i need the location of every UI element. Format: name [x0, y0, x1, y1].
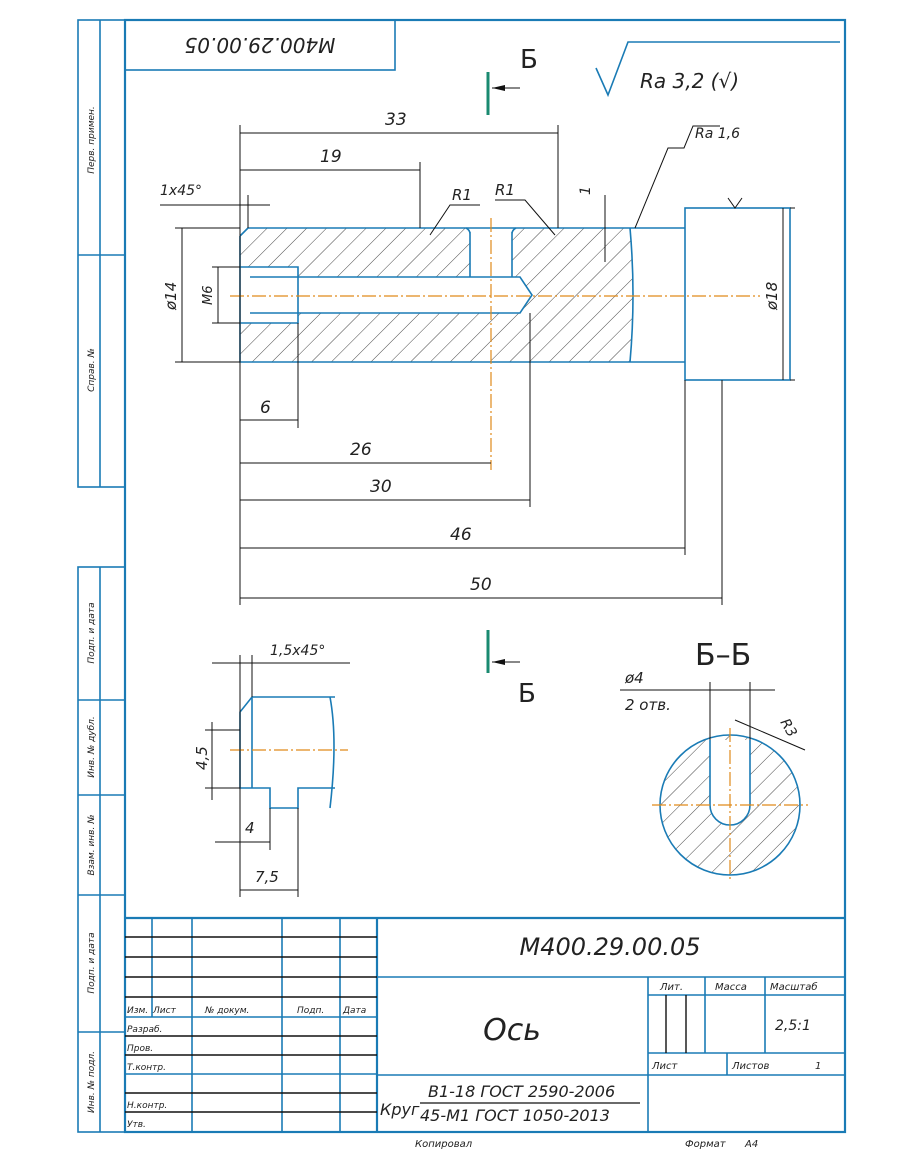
section-b-b: Б–Б ø4 2 отв. R3: [620, 638, 808, 882]
drawing-label: Б–Б: [695, 638, 751, 673]
drawing-label: Б: [518, 679, 536, 709]
drawing-label: Н.контр.: [127, 1101, 167, 1111]
side-label: Справ. №: [87, 348, 97, 392]
dimensions: [160, 125, 795, 605]
drawing-label: ø18: [763, 282, 781, 311]
doc-number: М400.29.00.05: [519, 933, 700, 961]
drawing-label: Ra 3,2 (√): [640, 69, 739, 93]
drawing-label: R1: [495, 181, 515, 199]
drawing-label: Б: [520, 45, 538, 75]
side-label: Подп. и дата: [87, 932, 97, 993]
drawing-label: Т.контр.: [127, 1063, 166, 1073]
drawing-label: Пров.: [127, 1044, 153, 1054]
drawing-label: B1-18 ГОСТ 2590-2006: [428, 1082, 615, 1101]
drawing-label: Ra 1,6: [695, 126, 740, 142]
drawing-label: 4,5: [193, 746, 211, 770]
drawing-label: № докум.: [204, 1006, 249, 1016]
dimension-labels: 33 19 1x45° R1 R1 1 Ra 1,6 ø14 M6 ø18 6 …: [160, 110, 781, 595]
main-view: [230, 207, 791, 470]
drawing-label: 4: [245, 819, 255, 837]
drawing-label: 33: [385, 110, 407, 130]
side-label: Инв. № подл.: [87, 1051, 97, 1113]
section-mark-top: Б: [486, 45, 538, 115]
drawing-label: Формат: [685, 1139, 727, 1150]
drawing-label: 7,5: [255, 868, 279, 886]
drawing-label: Лит.: [659, 982, 683, 993]
drawing-label: ø14: [162, 282, 180, 311]
drawing-label: Копировал: [415, 1139, 473, 1150]
drawing-label: 19: [320, 147, 342, 167]
roughness-general: Ra 3,2 (√): [595, 41, 840, 98]
drawing-label: 45-М1 ГОСТ 1050-2013: [420, 1106, 610, 1125]
drawing-label: Разраб.: [127, 1025, 162, 1035]
frame: М400.29.00.05: [77, 18, 847, 1134]
side-strip: Перв. примен. Справ. № Подп. и дата Инв.…: [87, 106, 97, 1113]
drawing-label: Листов: [731, 1061, 769, 1072]
side-label: Подп. и дата: [87, 602, 97, 663]
drawing-label: R3: [777, 716, 800, 740]
drawing-label: 2,5:1: [775, 1018, 811, 1034]
drawing-label: 50: [470, 575, 492, 595]
part-name: Ось: [483, 1013, 541, 1048]
drawing-label: Лист: [152, 1006, 177, 1016]
drawing-label: Масса: [715, 982, 747, 993]
drawing-label: 1,5x45°: [270, 643, 325, 659]
drawing-label: 30: [370, 477, 392, 497]
drawing-label: Лист: [651, 1061, 679, 1072]
side-label: Перв. примен.: [87, 106, 97, 174]
drawing-label: Утв.: [127, 1120, 146, 1130]
side-label: Взам. инв. №: [87, 814, 97, 875]
drawing-label: Круг: [380, 1100, 420, 1119]
drawing-label: 26: [350, 440, 372, 460]
drawing-label: M6: [201, 286, 216, 306]
drawing-label: 1x45°: [160, 183, 202, 199]
mirrored-doc-number: М400.29.00.05: [185, 33, 336, 57]
drawing-label: 1: [578, 186, 594, 195]
title-block: М400.29.00.05 Ось Изм. Лист № докум. Под…: [125, 916, 845, 1150]
drawing-label: 2 отв.: [625, 696, 671, 714]
drawing-label: 1: [815, 1061, 821, 1072]
drawing-label: Дата: [342, 1006, 366, 1016]
side-label: Инв. № дубл.: [87, 716, 97, 778]
drawing-label: Масштаб: [770, 981, 818, 993]
drawing-label: Подп.: [297, 1006, 324, 1016]
drawing-label: 46: [450, 525, 472, 545]
drawing-label: А4: [744, 1139, 758, 1150]
section-mark-bottom: Б: [486, 630, 536, 709]
drawing-label: Изм.: [127, 1006, 148, 1016]
detail-view: 1,5x45° 4,5 4 7,5: [193, 643, 350, 897]
drawing-label: 6: [260, 398, 271, 418]
drawing-label: ø4: [624, 669, 644, 687]
drawing-label: R1: [452, 186, 472, 204]
